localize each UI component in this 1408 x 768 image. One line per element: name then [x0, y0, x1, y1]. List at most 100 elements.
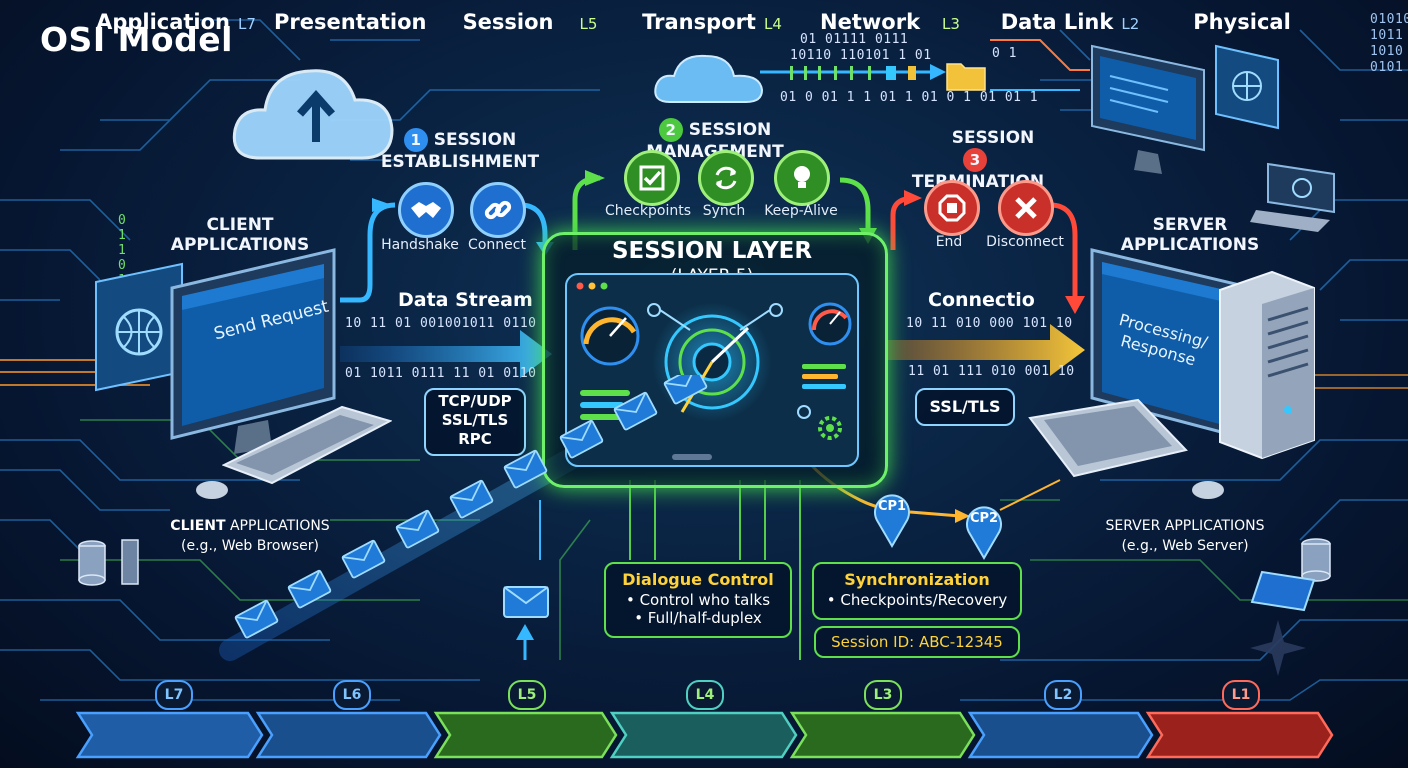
layer-application-tag: L7: [238, 15, 256, 33]
connection-bits-top: 10 11 010 000 101 10: [906, 316, 1073, 331]
client-caption-rest: APPLICATIONS: [225, 518, 330, 534]
client-caption-example: (e.g., Web Browser): [181, 538, 319, 554]
bits-row-4: 01 0 01 1 1 01 1 01 0 1 01 01 1: [780, 90, 1039, 105]
server-title: SERVER APPLICATIONS: [1120, 215, 1260, 255]
connection-bits-bottom: 11 01 111 010 001 10: [908, 364, 1075, 379]
client-title-line2: APPLICATIONS: [170, 235, 310, 255]
server-globe-window: [1215, 44, 1279, 130]
client-mouse: [196, 481, 228, 499]
x-icon: [998, 180, 1054, 236]
step-establishment-line1: SESSION: [433, 130, 517, 150]
layer-chevron-bar: [75, 711, 1334, 759]
layer-badge-l6: L6: [333, 680, 371, 710]
session-layer-title: SESSION LAYER: [611, 238, 813, 264]
step-number-2: 2: [658, 118, 683, 142]
layer-data-link-name: Data Link: [1000, 10, 1114, 34]
layer-transport-tag: L4: [763, 15, 782, 33]
layer-application-name: Application: [96, 10, 231, 34]
dialogue-control-title: Dialogue Control: [622, 570, 774, 589]
action-checkpoints-label: Checkpoints: [604, 203, 692, 219]
action-keepalive-label: Keep-Alive: [764, 203, 838, 219]
cloud-icon: [654, 54, 764, 103]
server-database-icon: [1301, 538, 1331, 582]
data-stream-label: Data Stream: [398, 289, 533, 311]
server-caption-line1: SERVER APPLICATIONS: [1105, 518, 1265, 534]
corner-bits-top-right: 01010 1011 1010 0101: [1370, 12, 1408, 75]
layer-physical-name: Physical: [1193, 10, 1291, 34]
cloud-upload-icon: [232, 69, 394, 160]
server-title-line2: APPLICATIONS: [1120, 235, 1260, 255]
session-id-box: Session ID: ABC-12345: [814, 626, 1020, 658]
server-monitor: [1090, 248, 1246, 440]
dialogue-item-2: • Full/half-duplex: [634, 609, 762, 627]
synchronization-box: Synchronization • Checkpoints/Recovery: [812, 562, 1022, 620]
dialogue-item-1: • Control who talks: [625, 591, 771, 609]
protocol-rpc: RPC: [458, 430, 492, 448]
server-caption: SERVER APPLICATIONS (e.g., Web Server): [1085, 516, 1285, 556]
server-mouse: [1192, 481, 1224, 499]
bits-right: 0 1: [992, 46, 1017, 61]
action-disconnect-label: Disconnect: [986, 234, 1064, 250]
step-termination-line1: SESSION: [951, 128, 1035, 148]
bits-bar-row: [790, 66, 916, 80]
client-keyboard: [222, 405, 392, 485]
server-tower: [1219, 270, 1315, 460]
action-connect-label: Connect: [468, 237, 526, 253]
step-number-1: 1: [403, 128, 428, 152]
synchronization-item: • Checkpoints/Recovery: [826, 591, 1008, 609]
message-stream: [234, 375, 708, 639]
action-handshake-label: Handshake: [381, 237, 459, 253]
layer-presentation: Presentation: [274, 0, 427, 44]
server-remote-monitor: [1091, 44, 1205, 174]
protocol-ssl-tls: SSL/TLS: [441, 411, 509, 429]
synchronization-title: Synchronization: [844, 570, 990, 589]
layer-badge-l1: L1: [1222, 680, 1260, 710]
layer-badge-l7: L7: [155, 680, 193, 710]
bits-row-2: 10110 110101 1 01: [790, 48, 932, 63]
action-synch-label: Synch: [702, 203, 746, 219]
protocols-left-box: TCP/UDP SSL/TLS RPC: [424, 388, 526, 456]
layer-data-link: Data Link L2: [986, 0, 1154, 44]
database-icon: [78, 539, 139, 586]
layer-application: Application L7: [94, 0, 258, 44]
checkpoint-2-pin: [966, 506, 1002, 560]
layer-network: Network L3: [808, 0, 972, 44]
connection-label: Connectio: [928, 289, 1035, 311]
client-title: CLIENT APPLICATIONS: [170, 215, 310, 255]
layer-session-tag: L5: [579, 15, 598, 33]
server-caption-example: (e.g., Web Server): [1121, 538, 1249, 554]
client-caption: CLIENT APPLICATIONS (e.g., Web Browser): [150, 516, 350, 556]
link-icon: [470, 182, 526, 238]
checkpoint-1-label: CP1: [877, 499, 907, 514]
client-title-line1: CLIENT: [206, 215, 274, 235]
layer-data-link-tag: L2: [1121, 15, 1140, 33]
bits-row-1: 01 01111 0111: [800, 32, 909, 47]
dialogue-control-box: Dialogue Control • Control who talks • F…: [604, 562, 792, 638]
checkpoint-1-pin: [874, 494, 910, 548]
server-keyboard: [1028, 398, 1188, 478]
checkbox-icon: [624, 150, 680, 206]
protocols-right-box: SSL/TLS: [915, 388, 1015, 426]
layer-transport-name: Transport: [642, 10, 756, 34]
data-stream-bits-top: 10 11 01 001001011 0110: [345, 316, 537, 331]
client-caption-bold: CLIENT: [170, 518, 226, 534]
layer-badge-l4: L4: [686, 680, 724, 710]
client-monitor: [170, 248, 336, 454]
layer-presentation-name: Presentation: [274, 10, 427, 34]
layer-network-tag: L3: [942, 15, 960, 33]
checkpoint-2-label: CP2: [969, 511, 999, 526]
envelope-icon: [503, 586, 549, 618]
server-laptop: [1250, 162, 1335, 232]
lightbulb-icon: [774, 150, 830, 206]
layer-transport: Transport L4: [628, 0, 796, 44]
server-title-line1: SERVER: [1152, 215, 1228, 235]
tablet-icon: [1250, 570, 1316, 612]
data-stream-bits-bottom: 01 1011 0111 11 01 0110: [345, 366, 537, 381]
layer-session-name: Session: [462, 10, 554, 34]
sync-icon: [698, 150, 754, 206]
layer-network-name: Network: [820, 10, 921, 34]
action-end-label: End: [935, 234, 963, 250]
step-number-3: 3: [963, 148, 987, 172]
